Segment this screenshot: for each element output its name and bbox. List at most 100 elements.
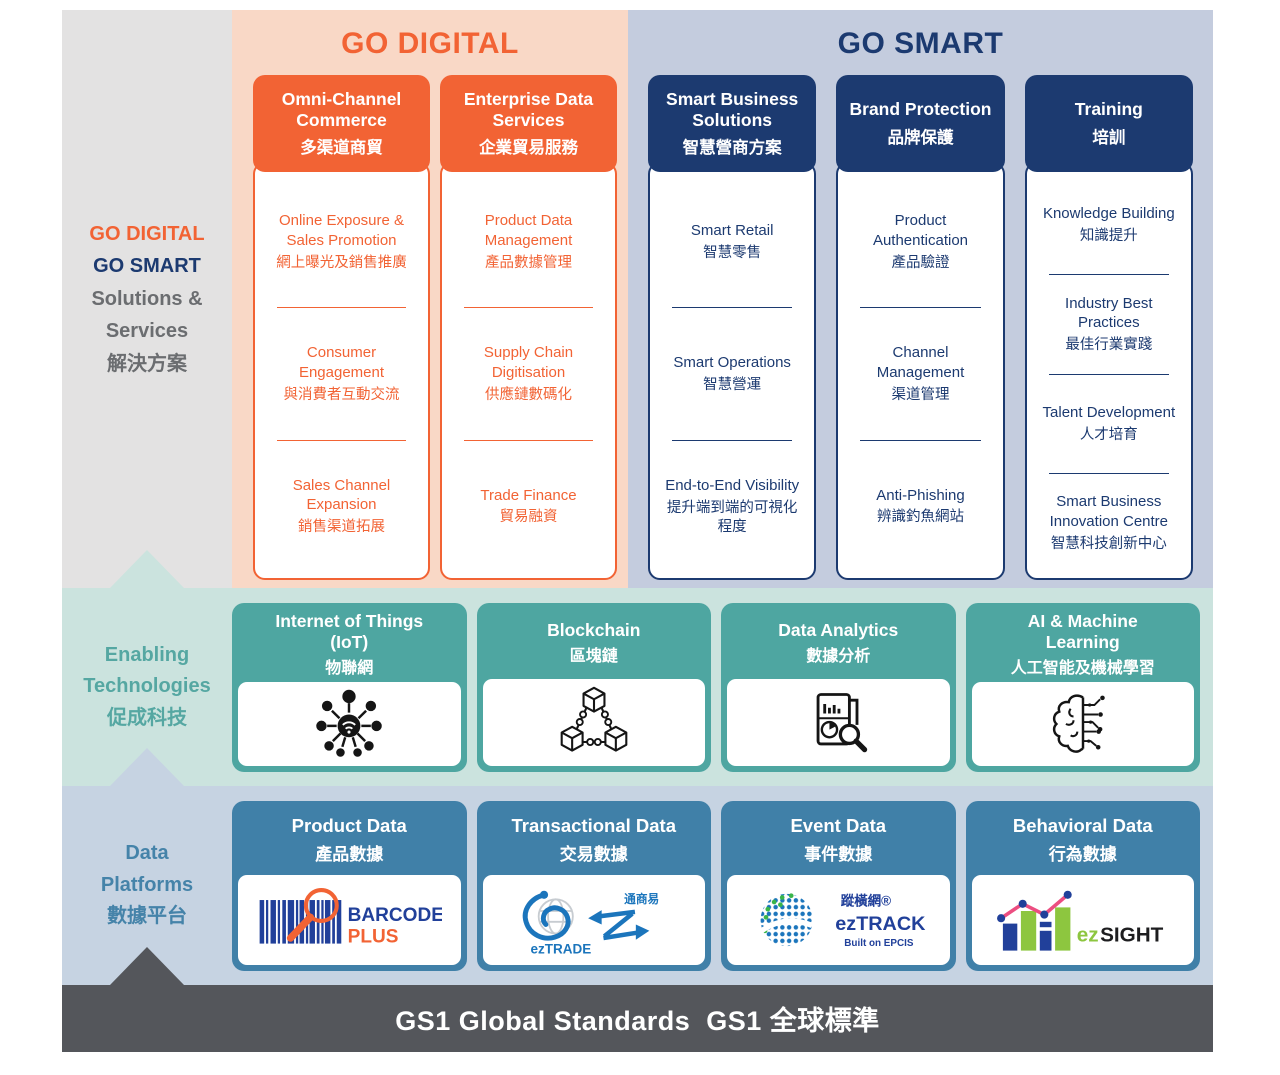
solution-column-body: Product Authentication 產品驗證 Channel Mana… [836, 162, 1005, 580]
solutions-section: GO DIGITAL GO SMART Solutions & Services… [62, 10, 1213, 588]
go-smart-columns: Smart Business Solutions 智慧營商方案 Smart Re… [628, 70, 1213, 588]
platform-card-behavioral-data: Behavioral Data 行為數據 [965, 801, 1200, 971]
svg-text:ezTRADE: ezTRADE [530, 941, 591, 956]
header-zh: 品牌保護 [887, 128, 954, 147]
solution-column-body: Online Exposure & Sales Promotion 網上曝光及銷… [253, 162, 430, 580]
solution-item: Smart Business Innovation Centre 智慧科技創新中… [1049, 493, 1169, 552]
item-divider [464, 439, 593, 441]
up-arrow-teal [110, 550, 184, 588]
header-en: Brand Protection [849, 99, 992, 120]
solution-item: Smart Retail 智慧零售 [690, 221, 774, 261]
svg-text:通商易: 通商易 [624, 892, 659, 906]
enabling-cards: Internet of Things (IoT) 物聯網 [232, 588, 1213, 786]
up-arrow-dark [110, 947, 184, 985]
solution-column-training: Training 培訓 Knowledge Building 知識提升 Indu… [1024, 75, 1193, 580]
ai-brain-icon [1052, 694, 1105, 753]
svg-text:ez: ez [1076, 924, 1098, 947]
diagram-root: GO DIGITAL GO SMART Solutions & Services… [62, 10, 1213, 1052]
svg-text:Built on EPCIS: Built on EPCIS [845, 938, 915, 949]
eztrack-logo: 蹤橫網® ezTRACK Built on EPCIS [760, 893, 927, 949]
svg-text:ezTRACK: ezTRACK [836, 913, 927, 935]
header-zh: 智慧營商方案 [682, 139, 782, 158]
item-divider [1048, 274, 1169, 276]
item-divider [860, 307, 981, 309]
iot-network-icon [316, 689, 383, 757]
item-divider [464, 307, 593, 309]
solution-item: Knowledge Building 知識提升 [1042, 205, 1175, 245]
svg-text:BARCODE: BARCODE [348, 905, 442, 926]
header-en: Smart Business Solutions [666, 88, 799, 130]
enabling-technologies-label: Enabling Technologies 促成科技 [83, 643, 211, 729]
solution-item: Industry Best Practices 最佳行業實踐 [1065, 294, 1153, 354]
solution-item: Anti-Phishing 辨識釣魚網站 [876, 486, 965, 526]
header-zh: 培訓 [1092, 128, 1126, 147]
go-smart-panel: GO SMART Smart Business Solutions 智慧營商方案… [628, 10, 1213, 588]
ezsight-logo: ez SIGHT [996, 890, 1164, 951]
label-services: Services [105, 320, 189, 343]
label-go-smart: GO SMART [93, 255, 201, 278]
solution-item: Talent Development 人才培育 [1042, 403, 1176, 443]
platform-card-product-data: Product Data 產品數據 [232, 801, 467, 971]
solution-item: Channel Management 渠道管理 [876, 344, 965, 403]
svg-text:PLUS: PLUS [348, 927, 399, 948]
svg-text:SIGHT: SIGHT [1100, 924, 1164, 947]
platform-card-event-data: Event Data 事件數據 [721, 801, 956, 971]
item-divider [1048, 373, 1169, 375]
tech-card-ai-ml: AI & Machine Learning 人工智能及機械學習 [965, 603, 1200, 772]
data-analytics-icon [816, 692, 868, 752]
label-solutions: Solutions & [91, 287, 203, 310]
go-digital-title: GO DIGITAL [341, 27, 519, 60]
solution-item: Consumer Engagement 與消費者互動交流 [283, 344, 400, 403]
item-divider [860, 439, 981, 441]
solution-item: Supply Chain Digitisation 供應鏈數碼化 [483, 344, 574, 403]
header-en: Omni-Channel Commerce [281, 88, 402, 130]
go-digital-panel: GO DIGITAL Omni-Channel Commerce 多渠道商貿 O… [232, 10, 628, 588]
solution-column-body: Product Data Management 產品數據管理 Supply Ch… [440, 162, 617, 580]
gs1-standards-text: GS1 Global Standards GS1 全球標準 [395, 1006, 880, 1036]
solution-item: End-to-End Visibility 提升端到端的可視化程度 [665, 477, 800, 535]
solution-column-brand-protection: Brand Protection 品牌保護 Product Authentica… [836, 75, 1005, 580]
header-en: Training [1074, 99, 1143, 120]
solution-item: Product Data Management 產品數據管理 [484, 211, 573, 271]
solution-column-enterprise-data-services: Enterprise Data Services 企業貿易服務 Product … [440, 75, 617, 580]
data-platforms-section: Data Platforms 數據平台 Product Data 產品數據 [62, 748, 1213, 985]
header-zh: 企業貿易服務 [479, 139, 578, 158]
label-solutions-zh: 解決方案 [107, 352, 187, 375]
svg-text:蹤橫網®: 蹤橫網® [841, 893, 891, 909]
gs1-standards-bar: GS1 Global Standards GS1 全球標準 [62, 947, 1213, 1052]
solution-item: Trade Finance 貿易融資 [480, 486, 577, 526]
tech-card-data-analytics: Data Analytics 數據分析 [721, 603, 956, 772]
solution-column-smart-business-solutions: Smart Business Solutions 智慧營商方案 Smart Re… [648, 75, 817, 580]
solution-column-omni-channel-commerce: Omni-Channel Commerce 多渠道商貿 Online Expos… [253, 75, 430, 580]
solution-item: Smart Operations 智慧營運 [673, 354, 791, 393]
item-divider [1048, 472, 1169, 474]
barcode-plus-logo: BARCODE PLUS [259, 888, 442, 948]
solution-column-header: Omni-Channel Commerce 多渠道商貿 [253, 75, 430, 172]
platform-card-transactional-data: Transactional Data 交易數據 通商易 [476, 801, 711, 971]
eztrade-logo: 通商易 ezTRADE [522, 890, 659, 956]
solution-column-header: Smart Business Solutions 智慧營商方案 [648, 75, 817, 172]
solution-column-header: Brand Protection 品牌保護 [836, 75, 1005, 172]
blockchain-icon [560, 686, 628, 752]
label-go-digital: GO DIGITAL [89, 223, 205, 246]
tech-card-iot: Internet of Things (IoT) 物聯網 [232, 603, 467, 772]
solution-item: Online Exposure & Sales Promotion 網上曝光及銷… [276, 211, 407, 271]
solution-column-body: Knowledge Building 知識提升 Industry Best Pr… [1024, 162, 1193, 580]
go-smart-title: GO SMART [837, 27, 1004, 60]
header-zh: 多渠道商貿 [300, 139, 383, 158]
enabling-technologies-section: Enabling Technologies 促成科技 Internet of T… [62, 550, 1213, 786]
solution-column-header: Enterprise Data Services 企業貿易服務 [440, 75, 617, 172]
data-platforms-label: Data Platforms 數據平台 [100, 842, 194, 928]
item-divider [672, 307, 793, 309]
solution-column-body: Smart Retail 智慧零售 Smart Operations 智慧營運 … [648, 162, 817, 580]
solution-item: Sales Channel Expansion 銷售渠道拓展 [292, 476, 391, 536]
item-divider [277, 439, 406, 441]
go-digital-columns: Omni-Channel Commerce 多渠道商貿 Online Expos… [232, 70, 628, 588]
platform-cards: Product Data 產品數據 [232, 786, 1213, 985]
item-divider [277, 307, 406, 309]
item-divider [672, 439, 793, 441]
solution-item: Product Authentication 產品驗證 [872, 211, 969, 271]
up-arrow-blue [110, 748, 184, 786]
solution-column-header: Training 培訓 [1024, 75, 1193, 172]
